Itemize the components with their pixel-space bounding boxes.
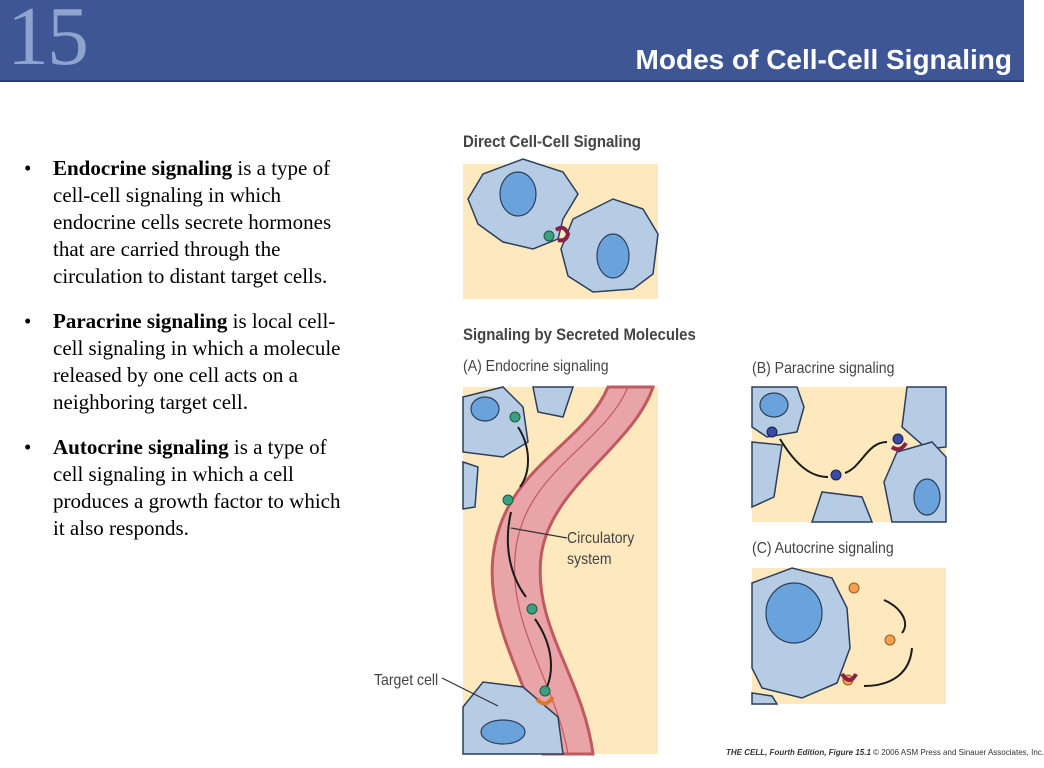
bullet-autocrine: • Autocrine signaling is a type of cell … bbox=[24, 434, 354, 542]
endocrine-panel bbox=[462, 385, 658, 756]
chapter-number: 15 bbox=[7, 0, 89, 83]
autocrine-panel bbox=[751, 567, 946, 705]
slide-header: 15 Modes of Cell-Cell Signaling bbox=[0, 0, 1024, 83]
bullet-text: is a type of cell signaling in which a c… bbox=[53, 435, 341, 540]
bullet-text: is local cell-cell signaling in which a … bbox=[53, 309, 341, 414]
credit-book: THE CELL, Fourth Edition, Figure 15.1 bbox=[726, 748, 871, 757]
bullet-text: is a type of cell-cell signaling in whic… bbox=[53, 156, 332, 288]
bullet-endocrine: • Endocrine signaling is a type of cell-… bbox=[24, 155, 354, 290]
circulatory-leader-line bbox=[510, 527, 568, 539]
bullet-term: Autocrine signaling bbox=[53, 435, 229, 459]
target-cell-leader-line bbox=[441, 677, 499, 707]
bullet-term: Endocrine signaling bbox=[53, 156, 233, 180]
autocrine-illustration bbox=[751, 567, 913, 705]
paracrine-illustration bbox=[751, 386, 947, 523]
direct-signaling-illustration bbox=[467, 158, 659, 293]
paracrine-panel bbox=[751, 386, 947, 523]
header-divider bbox=[0, 80, 1024, 82]
figure-credit: THE CELL, Fourth Edition, Figure 15.1 © … bbox=[726, 748, 1044, 757]
bullet-dot: • bbox=[24, 309, 32, 333]
circulatory-system-label: Circulatory system bbox=[567, 530, 635, 568]
panel-c-label: (C) Autocrine signaling bbox=[752, 540, 894, 557]
direct-signaling-panel bbox=[463, 158, 659, 299]
direct-signaling-title: Direct Cell-Cell Signaling bbox=[463, 132, 641, 151]
credit-rest: © 2006 ASM Press and Sinauer Associates,… bbox=[870, 748, 1044, 757]
secreted-signaling-title: Signaling by Secreted Molecules bbox=[463, 325, 696, 344]
bullet-paracrine: • Paracrine signaling is local cell-cell… bbox=[24, 308, 354, 416]
bullet-term: Paracrine signaling bbox=[53, 309, 228, 333]
panel-a-label: (A) Endocrine signaling bbox=[463, 358, 609, 375]
panel-b-label: (B) Paracrine signaling bbox=[752, 360, 895, 377]
definition-list: • Endocrine signaling is a type of cell-… bbox=[24, 155, 354, 560]
slide-title: Modes of Cell-Cell Signaling bbox=[635, 44, 1012, 75]
target-cell-label: Target cell bbox=[374, 672, 439, 689]
endocrine-illustration bbox=[462, 385, 656, 756]
bullet-dot: • bbox=[24, 435, 32, 459]
bullet-dot: • bbox=[24, 156, 32, 180]
